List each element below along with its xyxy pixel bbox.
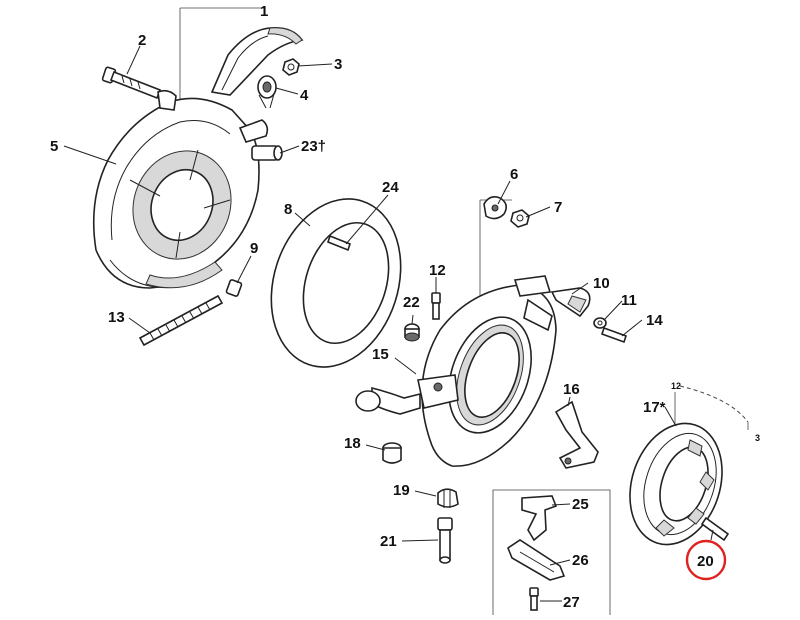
highlight-circle-part-20: [685, 539, 727, 581]
part-6-clip: [483, 196, 508, 220]
leader-lines: [63, 45, 714, 602]
part-14-screw: [600, 326, 628, 344]
label-12: 12: [429, 262, 446, 279]
part-19-spring: [437, 488, 459, 508]
part-2-bolt: [101, 66, 162, 100]
clock-marks: 12 3: [671, 381, 760, 443]
part-16-lever: [554, 400, 599, 469]
part-10-pawl: [550, 287, 591, 318]
part-labels: 1 2 3 4 5 23† 24 6 7 8 9 12 10 11 22 13 …: [50, 3, 714, 611]
label-19: 19: [393, 482, 410, 499]
reference-lines: [179, 7, 676, 430]
label-8: 8: [284, 201, 292, 218]
part-26-slide: [507, 539, 566, 581]
part-13-spring: [138, 294, 224, 347]
label-25: 25: [572, 496, 589, 513]
label-14: 14: [646, 312, 663, 329]
part-1-shoe: [210, 26, 304, 96]
label-6: 6: [510, 166, 518, 183]
rotation-arc: [679, 385, 749, 430]
clock-mark-12: 12: [671, 381, 681, 391]
part-4-roller: [257, 75, 277, 109]
label-21: 21: [380, 533, 397, 550]
part-12-screw: [431, 292, 441, 320]
part-17-ratchet-plate: [629, 422, 723, 546]
label-2: 2: [138, 32, 146, 49]
part-21-stud: [437, 517, 453, 564]
label-23: 23†: [301, 138, 326, 155]
part-15-ring: [355, 275, 557, 467]
label-9: 9: [250, 240, 258, 257]
label-22: 22: [403, 294, 420, 311]
part-9-fitting: [225, 279, 243, 297]
label-1: 1: [260, 3, 268, 20]
part-3-nut: [282, 58, 300, 76]
label-20: 20: [697, 553, 714, 570]
part-8-gasket-disc: [270, 198, 402, 368]
label-4: 4: [300, 87, 309, 104]
part-7-nut: [510, 209, 530, 228]
part-5-body: [92, 89, 269, 289]
label-26: 26: [572, 552, 589, 569]
label-15: 15: [372, 346, 389, 363]
label-27: 27: [563, 594, 580, 611]
clock-mark-3: 3: [755, 433, 760, 443]
part-20-screw: [700, 516, 730, 542]
label-10: 10: [593, 275, 610, 292]
label-17: 17*: [643, 399, 666, 416]
label-5: 5: [50, 138, 58, 155]
label-24: 24: [382, 179, 399, 196]
part-23-shaft: [251, 145, 283, 161]
label-3: 3: [334, 56, 342, 73]
part-22-nut: [404, 323, 420, 342]
label-16: 16: [563, 381, 580, 398]
part-11-washer: [593, 317, 607, 329]
inset-box: [492, 489, 611, 615]
label-13: 13: [108, 309, 125, 326]
part-24-pin: [327, 234, 351, 252]
label-18: 18: [344, 435, 361, 452]
part-27-screw: [529, 587, 539, 611]
label-7: 7: [554, 199, 562, 216]
part-25-bracket: [521, 495, 558, 542]
part-18-knob: [382, 442, 402, 464]
label-11: 11: [621, 292, 637, 309]
